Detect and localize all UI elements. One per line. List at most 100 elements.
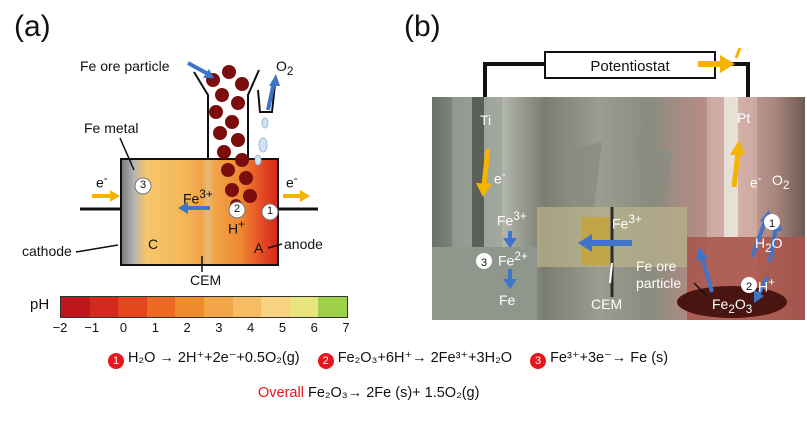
particle bbox=[213, 126, 227, 140]
h-plus-label-b: H+ bbox=[758, 276, 775, 295]
electron-in-arrowhead bbox=[110, 190, 120, 202]
ph-swatch-6 bbox=[232, 297, 262, 317]
step-3-text-b: 3 bbox=[480, 257, 488, 269]
ph-tick-label: 0 bbox=[119, 320, 128, 335]
step-2-marker-a bbox=[228, 201, 246, 219]
cem-pointer-b bbox=[609, 262, 613, 284]
ph-swatch-1 bbox=[89, 297, 119, 317]
anode-compartment-label: A bbox=[254, 240, 264, 256]
ph-tick-label: 3 bbox=[215, 320, 223, 335]
particle bbox=[231, 133, 245, 147]
ph-swatch-2 bbox=[118, 297, 147, 317]
fe3-label-b-left: Fe3+ bbox=[497, 210, 527, 229]
potentiostat-box bbox=[544, 51, 716, 79]
ph-tick-label: 2 bbox=[183, 320, 191, 335]
eq1-text: H₂O → 2H⁺+2e⁻+0.5O₂(g) bbox=[128, 350, 300, 366]
hopper-funnel bbox=[193, 69, 276, 158]
electron-up-arrowhead-b bbox=[730, 140, 745, 155]
particle bbox=[235, 153, 249, 167]
anode-label: anode bbox=[284, 236, 323, 252]
eq2-badge: 2 bbox=[317, 353, 334, 369]
electron-down-arrow-b bbox=[481, 148, 491, 186]
particle bbox=[235, 77, 249, 91]
ti-electrode bbox=[472, 97, 484, 247]
anode-pointer bbox=[267, 243, 283, 249]
step-3-text-a: 3 bbox=[139, 179, 147, 191]
step-1-marker-b bbox=[764, 214, 780, 230]
o2-label-b: O2 bbox=[772, 172, 790, 192]
h2o-arrow-b bbox=[750, 218, 768, 258]
fe-ore-particles bbox=[206, 65, 257, 211]
ph-tick-label: 5 bbox=[278, 320, 287, 335]
electron-label-b-right: e- bbox=[750, 172, 762, 191]
o2-out-arrow bbox=[266, 81, 276, 111]
fe2-to-fe-arrowhead bbox=[503, 279, 517, 289]
electron-label-a-left: e- bbox=[96, 172, 108, 191]
fe-ore-particle-label: Fe ore particle bbox=[80, 58, 170, 74]
electron-down-arrowhead-b bbox=[476, 183, 492, 197]
particle bbox=[225, 115, 239, 129]
panel-a-letter: (a) bbox=[14, 10, 51, 43]
cathode-compartment-label: C bbox=[148, 236, 159, 252]
particle bbox=[239, 171, 253, 185]
electron-out-arrowhead bbox=[300, 190, 310, 202]
particle bbox=[221, 163, 235, 177]
step-3-marker-b bbox=[476, 253, 492, 269]
fe3-release-arrowhead-b bbox=[696, 247, 708, 261]
ti-label: Ti bbox=[480, 112, 492, 128]
pt-electrode bbox=[724, 97, 738, 237]
ph-swatch-4 bbox=[175, 297, 204, 317]
fe-metal-pointer bbox=[119, 137, 135, 171]
ph-swatch-5 bbox=[203, 297, 233, 317]
particle-in-arrowhead bbox=[203, 69, 214, 78]
gas-bubbles bbox=[254, 117, 269, 166]
particle bbox=[231, 96, 245, 110]
ph-tick-label: −2 bbox=[52, 320, 68, 335]
clamp-right bbox=[637, 142, 672, 207]
cathode-label: cathode bbox=[22, 243, 72, 259]
eq2-text: Fe₂O₃+6H⁺→ 2Fe³⁺+3H₂O bbox=[337, 350, 513, 366]
ph-tick-label: 1 bbox=[151, 320, 159, 335]
particle bbox=[225, 183, 239, 197]
fe-ore-pointer-b bbox=[693, 282, 709, 298]
h2o-label-b: H2O bbox=[755, 235, 783, 255]
bubble bbox=[258, 137, 268, 153]
step-markers-b bbox=[476, 214, 780, 293]
fe3-label-b-center: Fe3+ bbox=[612, 213, 642, 232]
clamp-left bbox=[562, 142, 602, 207]
fe3-to-fe2-arrowhead bbox=[503, 238, 517, 248]
fe-ore-label-b-line2: particle bbox=[636, 275, 682, 291]
o2-out-arrowhead bbox=[269, 74, 280, 86]
o2-rise-arrow-b bbox=[768, 226, 778, 263]
fe3-transport-arrowhead-b bbox=[578, 234, 592, 252]
electron-up-arrow-b bbox=[731, 151, 741, 188]
fe2o3-label-b: Fe2O3 bbox=[712, 296, 753, 316]
ph-swatch-7 bbox=[261, 297, 290, 317]
pt-label: Pt bbox=[737, 110, 751, 126]
electron-label-b-left: e- bbox=[494, 168, 506, 187]
overall-text: Fe₂O₃→ 2Fe (s)+ 1.5O₂(g) bbox=[307, 385, 480, 401]
cem-label-b: CEM bbox=[591, 296, 623, 312]
circuit-wire-right bbox=[715, 62, 750, 100]
o2-label-a: O2 bbox=[276, 58, 294, 78]
step-1-marker-a bbox=[261, 203, 279, 221]
fe-metal-label: Fe metal bbox=[84, 120, 139, 136]
particle bbox=[209, 105, 223, 119]
h-plus-arrow-b bbox=[756, 276, 770, 296]
ph-swatch-3 bbox=[146, 297, 176, 317]
step-2-marker-b bbox=[741, 277, 757, 293]
ph-tick-label: −1 bbox=[84, 320, 100, 335]
panel-b-letter: (b) bbox=[404, 10, 441, 43]
arrows-a bbox=[92, 61, 310, 214]
ph-swatch-8 bbox=[289, 297, 319, 317]
particle bbox=[243, 189, 257, 203]
step-3-marker-a bbox=[134, 177, 152, 195]
particle bbox=[217, 145, 231, 159]
step-markers-a bbox=[134, 177, 279, 221]
bubble bbox=[254, 154, 262, 166]
particle bbox=[222, 65, 236, 79]
step-2-text-b: 2 bbox=[745, 281, 753, 293]
potentiostat-circuit bbox=[483, 47, 750, 100]
